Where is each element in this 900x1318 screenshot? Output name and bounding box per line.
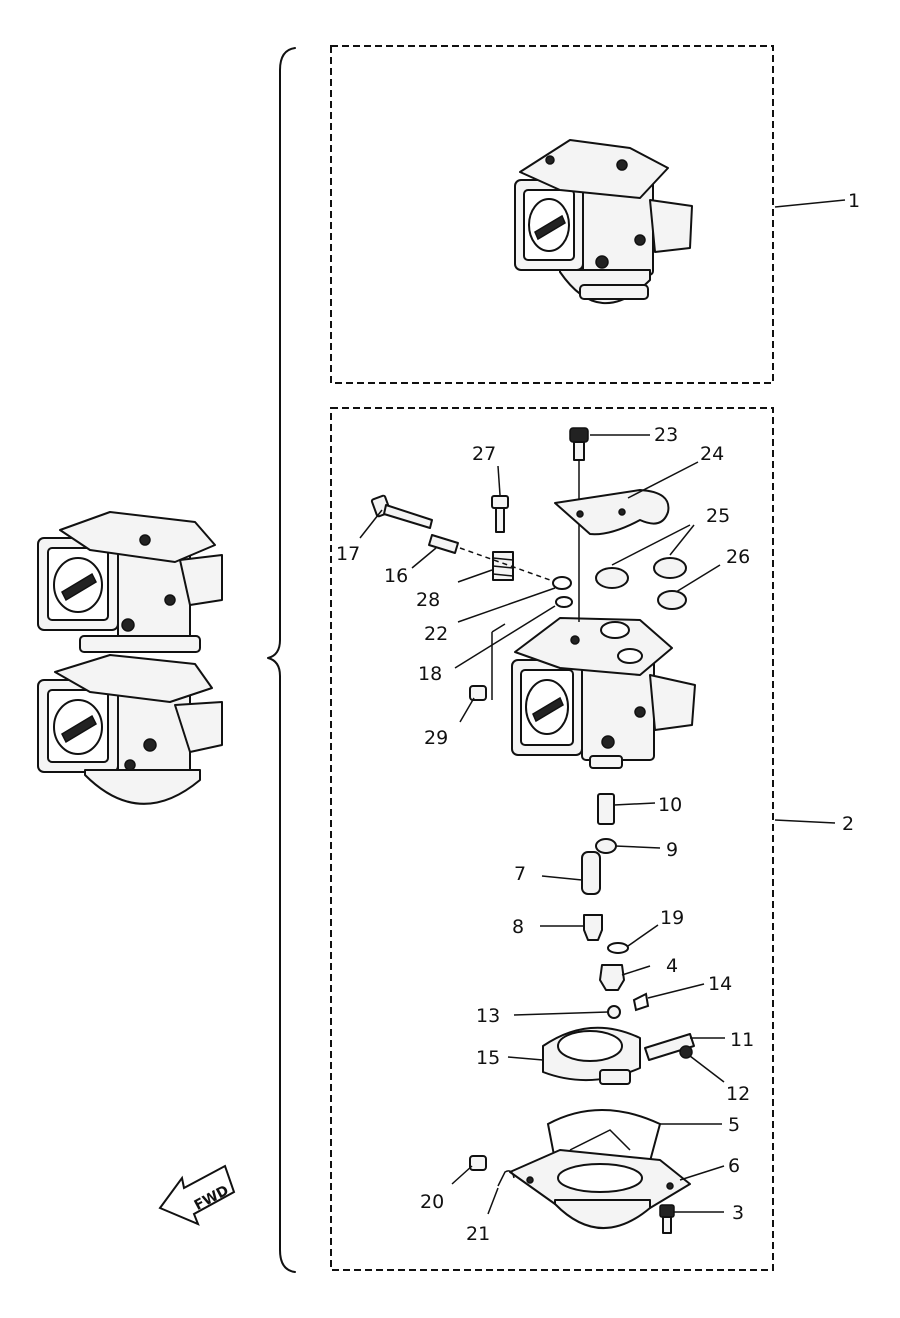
callout-3: 3 — [732, 1202, 744, 1224]
part-11-pin — [644, 1033, 695, 1061]
part-18-ring — [555, 596, 573, 608]
part-24-gasket — [554, 489, 670, 536]
group-bracket — [267, 47, 296, 1273]
callout-18: 18 — [418, 663, 442, 685]
part-7-tube — [581, 851, 601, 895]
carburetor-body-illustration — [511, 617, 696, 769]
part-19-oring — [607, 942, 629, 954]
callout-2: 2 — [842, 813, 854, 835]
callout-17: 17 — [336, 543, 360, 565]
callout-7: 7 — [514, 863, 526, 885]
callout-4: 4 — [666, 955, 678, 977]
kit-box — [330, 407, 774, 1271]
part-10-jet — [597, 793, 615, 825]
part-12-screw — [679, 1045, 693, 1059]
callout-9: 9 — [666, 839, 678, 861]
part-16-spring — [428, 534, 459, 554]
part-9-washer — [595, 838, 617, 854]
part-25-cap-b — [653, 557, 687, 579]
callout-27: 27 — [472, 443, 496, 465]
callout-11: 11 — [730, 1029, 754, 1051]
callout-5: 5 — [728, 1114, 740, 1136]
callout-15: 15 — [476, 1047, 500, 1069]
callout-6: 6 — [728, 1155, 740, 1177]
part-13-needle — [607, 1005, 621, 1019]
callout-1: 1 — [848, 190, 860, 212]
part-17-screw — [370, 494, 433, 529]
part-4-needle-valve — [599, 964, 625, 991]
callout-28: 28 — [416, 589, 440, 611]
carburetor-assembly-illustration — [514, 139, 693, 304]
part-22-ring — [552, 576, 572, 590]
callout-labels: 1 2 23 24 25 26 27 17 16 28 22 18 29 10 … — [336, 190, 860, 1245]
callout-25: 25 — [706, 505, 730, 527]
callout-24: 24 — [700, 443, 724, 465]
callout-10: 10 — [658, 794, 682, 816]
callout-22: 22 — [424, 623, 448, 645]
callout-16: 16 — [384, 565, 408, 587]
leader-lines — [359, 199, 846, 1215]
callout-21: 21 — [466, 1223, 490, 1245]
part-27-bolt — [491, 495, 509, 533]
callout-14: 14 — [708, 973, 732, 995]
part-21-pin — [497, 1170, 515, 1187]
fwd-arrow: FWD — [158, 1164, 236, 1226]
callout-8: 8 — [512, 916, 524, 938]
part-20-drain-screw — [469, 1155, 487, 1171]
part-29-plug — [469, 685, 487, 701]
part-25-cap-a — [595, 567, 629, 589]
part-14-clip — [632, 992, 650, 1012]
part-3-screw — [659, 1204, 675, 1234]
part-23-screw — [569, 427, 589, 622]
callout-13: 13 — [476, 1005, 500, 1027]
twin-carburetor-illustration — [37, 511, 223, 805]
callout-26: 26 — [726, 546, 750, 568]
callout-12: 12 — [726, 1083, 750, 1105]
callout-19: 19 — [660, 907, 684, 929]
callout-29: 29 — [424, 727, 448, 749]
callout-23: 23 — [654, 424, 678, 446]
part-15-float — [542, 1026, 641, 1085]
part-8-nozzle — [583, 914, 603, 941]
part-26-cap — [657, 590, 687, 610]
callout-20: 20 — [420, 1191, 444, 1213]
assembly-box — [330, 45, 774, 384]
part-6-float-bowl — [509, 1149, 691, 1229]
